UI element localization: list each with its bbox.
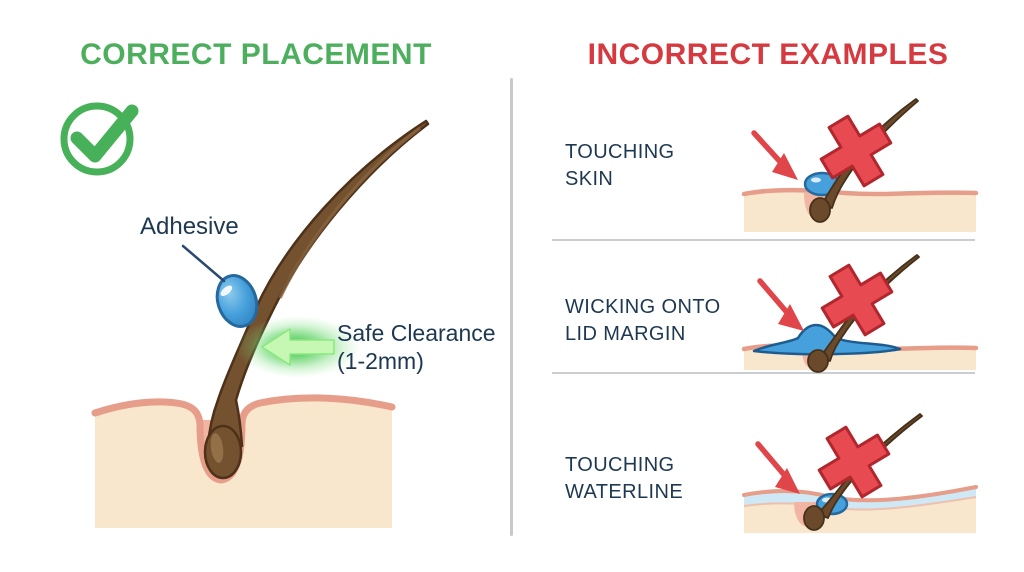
adhesive-pointer-line [181,244,226,283]
hair-root-bulb [803,505,825,531]
safe-clearance-label: Safe Clearance (1-2mm) [337,319,496,375]
skin-cross-section [91,394,396,528]
correct-illustration [91,119,430,528]
safe-clearance-line1: Safe Clearance [337,320,496,346]
checkmark-icon [60,102,139,176]
row-divider [552,372,975,374]
x-mark-icon [817,425,891,499]
incorrect-examples-title: INCORRECT EXAMPLES [587,38,949,71]
adhesive-label: Adhesive [140,213,239,240]
row-label-touching-waterline: TOUCHING WATERLINE [565,454,684,503]
touching-skin-illustration [741,98,979,232]
touching-waterline-illustration [742,413,978,533]
wicking-lid-margin-illustration [741,254,979,373]
vertical-divider [510,78,513,536]
x-mark-icon [820,263,894,337]
adhesive-droplet [215,274,259,328]
hair-root-bulb [807,349,829,373]
safe-clearance-line2: (1-2mm) [337,348,424,374]
correct-placement-title: CORRECT PLACEMENT [80,38,432,71]
row-label-wicking-lid-margin: WICKING ONTO LID MARGIN [565,296,721,345]
lash-hair [203,119,430,480]
row-divider [552,239,975,241]
skin-strip [741,187,979,232]
row-label-touching-skin: TOUCHING SKIN [565,141,675,190]
adhesive-pool [752,323,902,356]
green-clearance-arrow [236,316,360,378]
red-arrow-icon [751,130,798,180]
hair-root-bulb [809,197,831,223]
red-arrow-icon [755,441,800,494]
red-arrow-icon [757,278,804,331]
x-mark-icon [819,114,893,188]
